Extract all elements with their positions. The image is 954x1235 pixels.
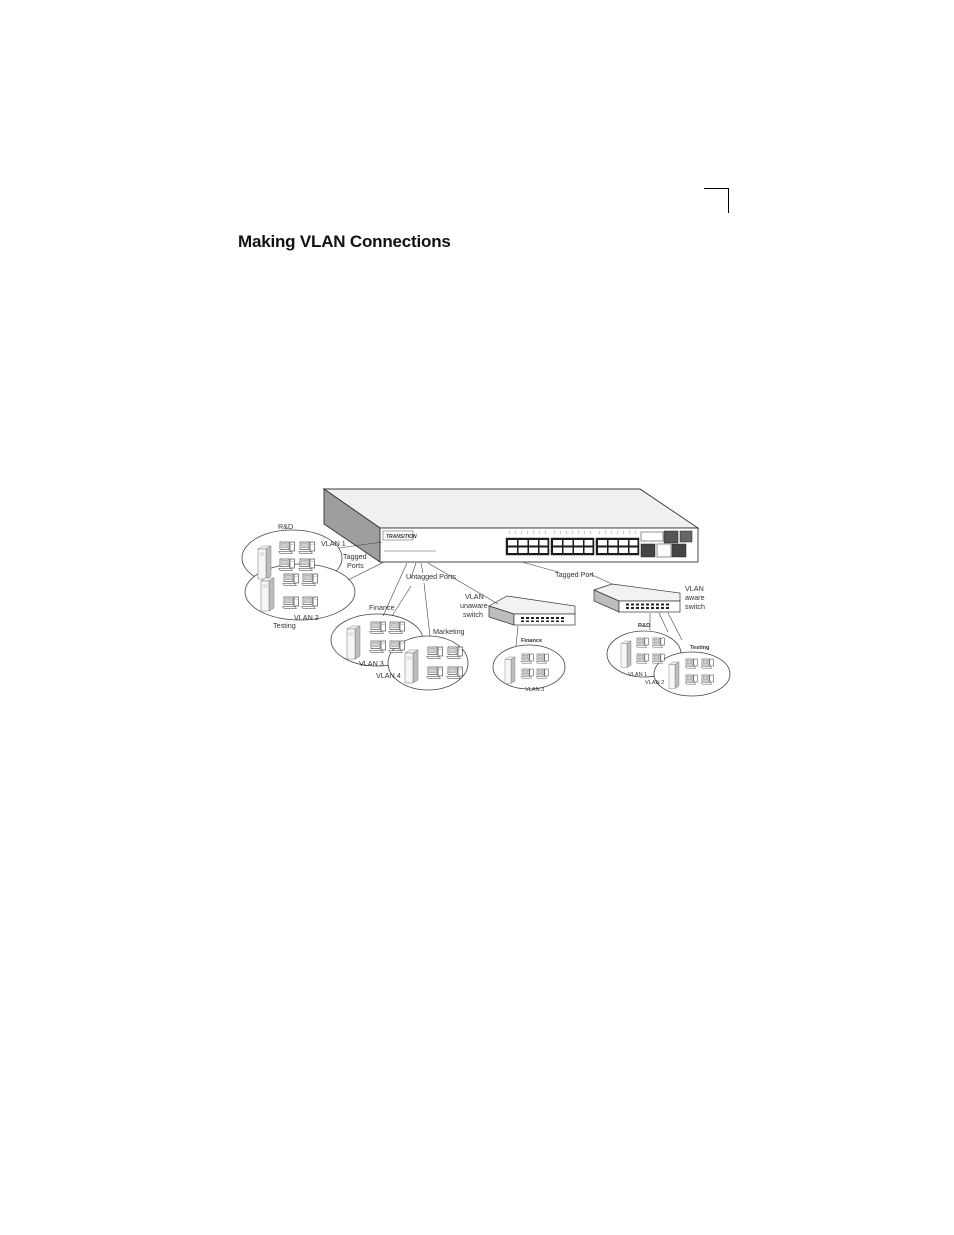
label-vlan3: VLAN 3 (359, 659, 384, 668)
label-vlan1-small: VLAN 1 (628, 672, 647, 678)
switch-port-labels (508, 530, 637, 535)
finance-small-ellipse (492, 644, 566, 690)
label-vlan-aware-line3: switch (685, 602, 705, 611)
label-rnd-small: R&D (638, 623, 650, 629)
label-testing-small: Testing (690, 645, 710, 651)
label-vlan2: VLAN 2 (294, 613, 319, 622)
label-vlan3-small: VLAN 3 (525, 687, 544, 693)
switch-brand-logo: TRANSITION (386, 534, 417, 540)
label-vlan-aware-line1: VLAN (685, 584, 704, 593)
label-untagged-ports: Untagged Ports (406, 572, 456, 581)
testing-small-ellipse (653, 651, 731, 697)
label-vlan-unaware-line2: unaware (460, 601, 488, 610)
label-vlan-unaware-line1: VLAN (465, 592, 484, 601)
vlan-unaware-switch (488, 595, 576, 626)
label-vlan1: VLAN 1 (321, 539, 346, 548)
crop-mark-vertical (728, 188, 729, 213)
finance-small-devices (504, 653, 549, 684)
label-vlan4: VLAN 4 (376, 671, 401, 680)
label-vlan-aware-line2: aware (685, 593, 705, 602)
label-finance-group: Finance (369, 603, 395, 612)
vlan-aware-switch (593, 583, 681, 613)
label-vlan-unaware-line3: switch (463, 610, 483, 619)
label-rnd-group: R&D (278, 522, 293, 531)
label-testing-group: Testing (273, 621, 296, 630)
label-finance-small: Finance (521, 638, 542, 644)
rnd-small-devices (620, 637, 665, 668)
label-tagged-ports-line2: Ports (347, 561, 364, 570)
label-tagged-ports-line1: Tagged (343, 552, 367, 561)
switch-port-banks (505, 530, 693, 558)
main-switch: TRANSITION (322, 488, 700, 563)
label-vlan2-small: VLAN 2 (645, 680, 664, 686)
label-tagged-port: Tagged Port (555, 570, 594, 579)
connection-lines (338, 541, 683, 647)
page-title: Making VLAN Connections (238, 232, 451, 251)
crop-mark-horizontal (704, 188, 729, 189)
label-marketing-group: Marketing (433, 627, 465, 636)
